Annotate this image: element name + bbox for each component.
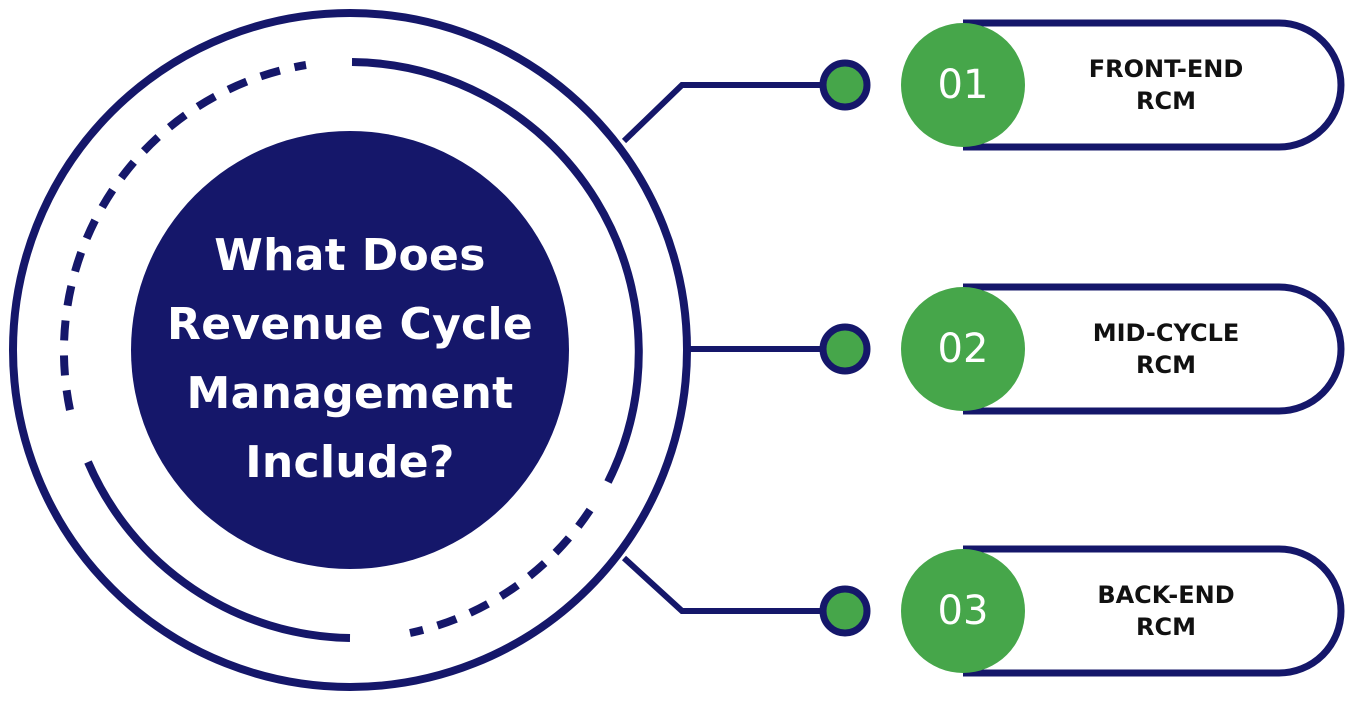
center-title-line-2: Revenue Cycle [167, 299, 533, 350]
item-label-1: FRONT-END RCM [1046, 45, 1286, 125]
outer-ring [9, 9, 691, 691]
number-circle-1 [901, 23, 1025, 147]
pill-outline-1 [963, 19, 1345, 151]
item-number-3: 03 [937, 588, 989, 634]
item-label-2: MID-CYCLE RCM [1046, 309, 1286, 389]
center-title: What Does Revenue Cycle Management Inclu… [131, 220, 569, 498]
number-circle-3 [901, 549, 1025, 673]
item-number-2: 02 [937, 326, 989, 372]
center-title-line-1: What Does [214, 230, 486, 281]
center-title-line-3: Management [186, 368, 514, 419]
inner-solid-arc-right [351, 58, 643, 484]
item-label-1-line-1: FRONT-END [1088, 55, 1244, 83]
connector-dot-3 [819, 585, 871, 637]
item-label-1-line-2: RCM [1136, 87, 1196, 115]
pill-outline-3 [963, 545, 1345, 677]
connector-dot-1 [819, 59, 871, 111]
number-circle-2 [901, 287, 1025, 411]
inner-dashed-arc-left [59, 61, 307, 411]
connector-dot-2 [819, 323, 871, 375]
connector-3 [621, 555, 845, 614]
center-circle [131, 131, 569, 569]
item-number-1: 01 [937, 62, 989, 108]
connector-1 [621, 82, 845, 144]
item-label-2-line-1: MID-CYCLE [1092, 319, 1240, 347]
item-label-3-line-1: BACK-END [1097, 581, 1235, 609]
item-label-2-line-2: RCM [1136, 351, 1196, 379]
item-label-3: BACK-END RCM [1046, 571, 1286, 651]
pill-outline-2 [963, 283, 1345, 415]
center-title-line-4: Include? [245, 437, 455, 488]
inner-dashed-arc-bottom-right [409, 507, 594, 637]
inner-solid-arc-bottom [84, 460, 351, 642]
item-label-3-line-2: RCM [1136, 613, 1196, 641]
